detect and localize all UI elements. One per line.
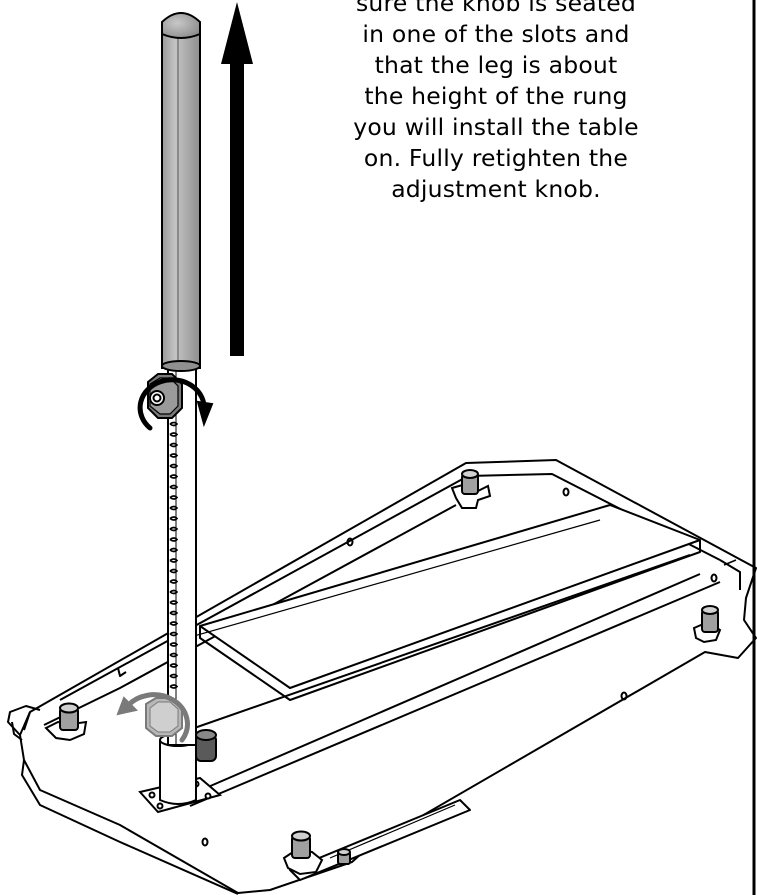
adjustment-slot xyxy=(169,558,179,563)
lower-adjustment-knob xyxy=(145,697,183,737)
instruction-line: adjustment knob. xyxy=(391,175,601,203)
adjustment-slot xyxy=(169,484,179,490)
adjustment-slot xyxy=(169,421,179,427)
leg-adjustment-slots xyxy=(169,421,179,689)
up-arrow xyxy=(221,2,253,356)
table-leg-lower-tube xyxy=(167,361,197,746)
adjustment-knob xyxy=(147,373,183,419)
adjustment-slot xyxy=(169,463,179,469)
adjustment-slot xyxy=(169,453,179,458)
adjustment-slot xyxy=(169,516,179,521)
instruction-line: on. Fully retighten the xyxy=(363,144,629,172)
adjustment-slot xyxy=(169,631,179,637)
adjustment-slot xyxy=(169,621,179,626)
table-leg-upper-tube xyxy=(161,12,201,372)
adjustment-slot xyxy=(169,684,179,689)
strap-knob xyxy=(337,848,351,865)
instruction-line: that the leg is about xyxy=(374,51,618,79)
adjustment-slot xyxy=(169,505,179,511)
lower-rotation-arrow xyxy=(116,692,190,743)
instruction-text: sure the knob is seated in one of the sl… xyxy=(318,0,674,205)
back-knob xyxy=(450,469,492,509)
bottom-knob xyxy=(282,830,324,876)
adjustment-slot xyxy=(169,642,179,647)
table-top xyxy=(7,459,757,895)
adjustment-slot xyxy=(169,526,179,532)
base-side-knob xyxy=(195,729,217,762)
adjustment-slot xyxy=(169,610,179,616)
adjustment-slot xyxy=(169,652,179,658)
adjustment-slot xyxy=(169,495,179,500)
adjustment-slot xyxy=(169,442,179,448)
knobs xyxy=(44,469,722,876)
adjustment-slot xyxy=(169,432,179,437)
adjustment-slot xyxy=(169,663,179,668)
instruction-line: in one of the slots and xyxy=(362,20,630,48)
adjustment-slot xyxy=(169,537,179,542)
clockwise-rotation-arrow xyxy=(137,377,214,431)
right-knob xyxy=(692,605,722,644)
adjustment-slot xyxy=(169,589,179,595)
adjustment-slot xyxy=(169,474,179,479)
instruction-line: you will install the table xyxy=(353,113,639,141)
adjustment-slot xyxy=(169,673,179,679)
left-knob xyxy=(44,702,88,742)
instruction-line: the height of the rung xyxy=(364,82,628,110)
adjustment-slot xyxy=(169,600,179,605)
instruction-line: sure the knob is seated xyxy=(355,0,637,17)
adjustment-slot xyxy=(169,568,179,574)
adjustment-slot xyxy=(169,579,179,584)
adjustment-slot xyxy=(169,547,179,553)
